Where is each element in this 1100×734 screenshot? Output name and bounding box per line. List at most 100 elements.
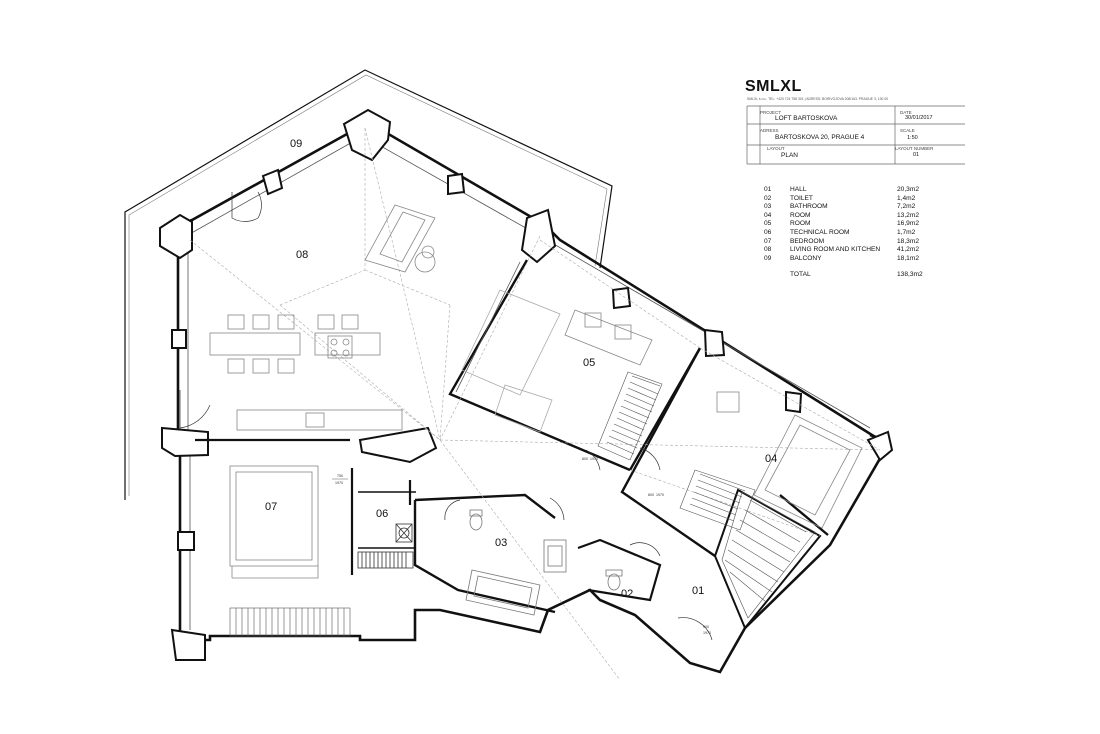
room05-furniture bbox=[461, 289, 653, 433]
project-label: PROJECT bbox=[760, 110, 782, 115]
door-dim-01-height: 1970 bbox=[703, 631, 711, 635]
pier bbox=[866, 430, 894, 462]
room-name: HALL bbox=[790, 186, 807, 193]
room-name: TOILET bbox=[790, 194, 813, 202]
room-area: 18,1m2 bbox=[897, 254, 919, 262]
total-area: 138,3m2 bbox=[897, 271, 923, 279]
room-area: 41,2m2 bbox=[897, 246, 919, 254]
room-label-07: 07 bbox=[265, 501, 277, 513]
layout-number-label: LAYOUT NUMBER bbox=[895, 146, 934, 151]
room-schedule-row: 04 ROOM 13,2m2 bbox=[764, 212, 944, 221]
room-schedule-row: 01 HALL 20,3m2 bbox=[764, 186, 944, 195]
pier bbox=[159, 213, 193, 260]
wall-wardrobe bbox=[713, 488, 822, 630]
pier bbox=[342, 108, 392, 162]
project-value: LOFT BARTOSKOVA bbox=[775, 115, 838, 122]
room-area: 1,4m2 bbox=[897, 194, 916, 202]
room-label-05: 05 bbox=[583, 357, 595, 369]
door-dim-05-height: 1970 bbox=[590, 457, 598, 461]
layout-value: PLAN bbox=[781, 152, 798, 159]
layout-number-value: 01 bbox=[913, 152, 920, 158]
room-number: 03 bbox=[764, 203, 772, 211]
room-number: 09 bbox=[764, 254, 772, 262]
room-label-06: 06 bbox=[376, 508, 388, 520]
room-area: 13,2m2 bbox=[897, 211, 919, 219]
layout-label: LAYOUT bbox=[767, 146, 785, 151]
room-schedule-row: 03 BATHROOM 7,2m2 bbox=[764, 203, 944, 212]
kitchen-counter bbox=[236, 409, 403, 431]
room-number: 04 bbox=[764, 211, 772, 219]
kitchen-island bbox=[314, 314, 381, 359]
wc-fixtures bbox=[605, 569, 623, 591]
scale-label: SCALE bbox=[900, 128, 915, 133]
room-name: BATHROOM bbox=[790, 203, 828, 211]
room-number: 06 bbox=[764, 228, 772, 236]
room-area: 20,3m2 bbox=[897, 186, 919, 193]
room-name: BALCONY bbox=[790, 254, 822, 262]
room-name: ROOM bbox=[790, 220, 811, 228]
door-dim-05-width: 800 bbox=[582, 457, 588, 461]
outer-wall bbox=[176, 225, 887, 674]
pier bbox=[261, 168, 284, 196]
pier bbox=[171, 329, 187, 349]
room-area: 18,3m2 bbox=[897, 237, 919, 245]
door-dim-04-width: 800 bbox=[648, 493, 654, 497]
room-label-04: 04 bbox=[765, 453, 777, 465]
room-number: 07 bbox=[764, 237, 772, 245]
pier bbox=[358, 426, 438, 464]
doors bbox=[179, 191, 713, 641]
address-value: BARTOSKOVA 20, PRAGUE 4 bbox=[775, 134, 865, 141]
bed-04 bbox=[716, 391, 863, 529]
wall-room05 bbox=[448, 259, 702, 472]
pier bbox=[447, 172, 466, 196]
pier bbox=[703, 328, 726, 358]
door-dim-07-height: 1970 bbox=[335, 481, 343, 485]
room-name: ROOM bbox=[790, 211, 811, 219]
balcony-outline-inner bbox=[128, 74, 608, 496]
pier bbox=[170, 628, 206, 661]
wall-bath bbox=[413, 493, 556, 614]
room-schedule-row: 07 BEDROOM 18,3m2 bbox=[764, 238, 944, 247]
room-number: 05 bbox=[764, 220, 772, 228]
title-block-frame bbox=[746, 105, 965, 165]
wall-06 bbox=[358, 491, 416, 549]
room-schedule-row: 09 BALCONY 18,1m2 bbox=[764, 255, 944, 264]
room-label-08: 08 bbox=[296, 249, 308, 261]
wardrobe-04 bbox=[679, 469, 816, 619]
guide-lines bbox=[189, 127, 881, 681]
room-schedule: 01 HALL 20,3m2 02 TOILET 1,4m2 03 BATHROOM 7,2… bbox=[764, 186, 944, 280]
room-number: 02 bbox=[764, 194, 772, 202]
room-area: 7,2m2 bbox=[897, 203, 916, 211]
bed-07 bbox=[229, 465, 319, 579]
wardrobe-05 bbox=[597, 371, 663, 461]
room-label-02: 02 bbox=[621, 588, 633, 600]
room-number: 01 bbox=[764, 186, 772, 193]
total-label: TOTAL bbox=[790, 271, 811, 279]
firm-contact-line: SMLXL s.r.o., TEL: +420 724 758 301 | AD… bbox=[747, 97, 889, 101]
room-name: BEDROOM bbox=[790, 237, 825, 245]
wall-room05-inner bbox=[455, 261, 521, 393]
firm-logo: SMLXL bbox=[745, 78, 802, 95]
date-label: DATE bbox=[900, 110, 912, 115]
pier bbox=[785, 390, 803, 414]
room-area: 16,9m2 bbox=[897, 220, 919, 228]
pier bbox=[177, 531, 195, 551]
room-schedule-total: TOTAL 138,3m2 bbox=[764, 271, 944, 280]
room-area: 1,7m2 bbox=[897, 228, 916, 236]
pier bbox=[161, 426, 209, 458]
bath-fixtures bbox=[465, 509, 567, 616]
room-schedule-row: 02 TOILET 1,4m2 bbox=[764, 195, 944, 204]
pier bbox=[520, 208, 557, 264]
sofa bbox=[364, 204, 436, 273]
tech-room-06 bbox=[357, 523, 414, 569]
scale-value: 1:50 bbox=[907, 135, 918, 141]
pier bbox=[611, 286, 632, 310]
room-name: LIVING ROOM AND KITCHEN bbox=[790, 246, 881, 254]
dining-table bbox=[209, 314, 301, 374]
wardrobe-07 bbox=[229, 607, 351, 637]
room-label-03: 03 bbox=[495, 537, 507, 549]
room-schedule-row: 05 ROOM 16,9m2 bbox=[764, 220, 944, 229]
